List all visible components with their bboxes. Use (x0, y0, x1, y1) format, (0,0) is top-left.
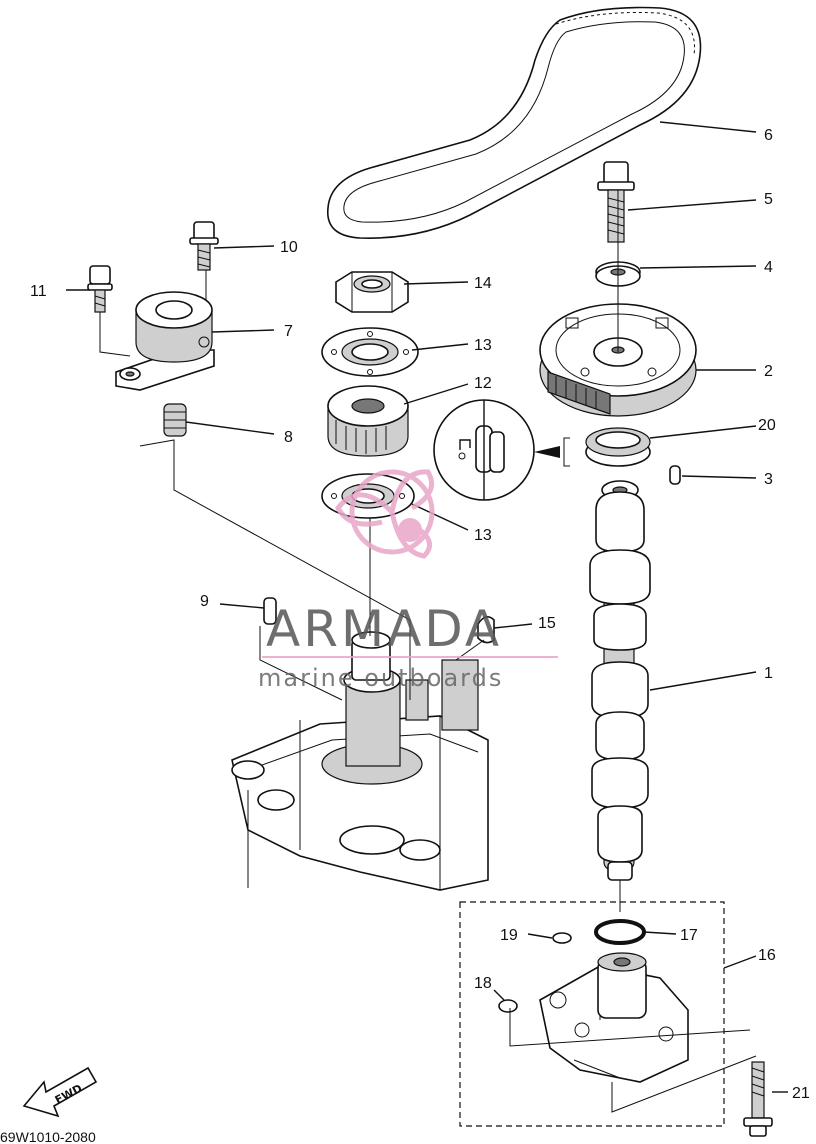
timing-belt (327, 6, 702, 239)
callout-4: 4 (764, 259, 773, 276)
camshaft (589, 480, 651, 912)
callout-13-upper: 13 (474, 337, 492, 354)
callout-21: 20 (758, 417, 776, 434)
callout-9: 9 (200, 593, 209, 610)
tensioner-bolt-11 (87, 265, 113, 313)
callout-6: 6 (764, 127, 773, 144)
dowel-pin (669, 465, 681, 485)
callout-5: 5 (764, 191, 773, 208)
callout-18: 18 (474, 975, 492, 992)
woodruff-key (477, 616, 495, 644)
drive-gear (327, 385, 409, 457)
watermark: ARMADA marine outboards (258, 469, 558, 692)
o-ring-large (594, 919, 646, 945)
diagram-code: 69W1010-2080 (0, 1129, 96, 1144)
callout-14: 14 (474, 275, 492, 292)
driven-pulley (539, 303, 697, 417)
callout-3: 3 (764, 471, 773, 488)
callout-2: 2 (764, 363, 773, 380)
callout-10: 10 (280, 239, 298, 256)
o-ring-small-19 (552, 932, 572, 944)
watermark-tagline: marine outboards (258, 664, 503, 692)
callout-17: 17 (680, 927, 698, 944)
callout-8: 8 (284, 429, 293, 446)
tensioner-spring (163, 403, 187, 437)
oil-seal (563, 427, 651, 467)
callout-labels: 6 5 4 2 20 3 1 16 17 19 18 21 14 13 12 1… (30, 127, 810, 1102)
cylinder-block (231, 631, 489, 891)
callout-20: 21 (792, 1085, 810, 1102)
drive-washer-upper (321, 327, 419, 377)
tensioner-bolt-10 (189, 221, 219, 271)
camshaft-pulley-bolt (597, 161, 635, 243)
callout-11: 11 (30, 283, 47, 300)
callout-1: 1 (764, 665, 773, 682)
o-ring-small-18 (498, 999, 518, 1013)
armada-logo-icon (335, 469, 435, 559)
callout-7: 7 (284, 323, 293, 340)
callout-15: 15 (538, 615, 556, 632)
callout-12: 12 (474, 375, 492, 392)
pulley-nut (335, 271, 409, 313)
oil-pump-assembly (459, 901, 725, 1127)
watermark-brand: ARMADA (266, 600, 502, 658)
dowel-pin-9 (263, 597, 277, 625)
callout-19: 19 (500, 927, 518, 944)
pump-bolt (743, 1061, 773, 1137)
seal-detail-inset (433, 399, 560, 501)
fwd-arrow-icon: FWD (22, 1066, 98, 1118)
callout-13-lower: 13 (474, 527, 492, 544)
callout-16: 16 (758, 947, 776, 964)
belt-tensioner (115, 291, 215, 391)
armada-logo-dot-icon (398, 518, 422, 542)
